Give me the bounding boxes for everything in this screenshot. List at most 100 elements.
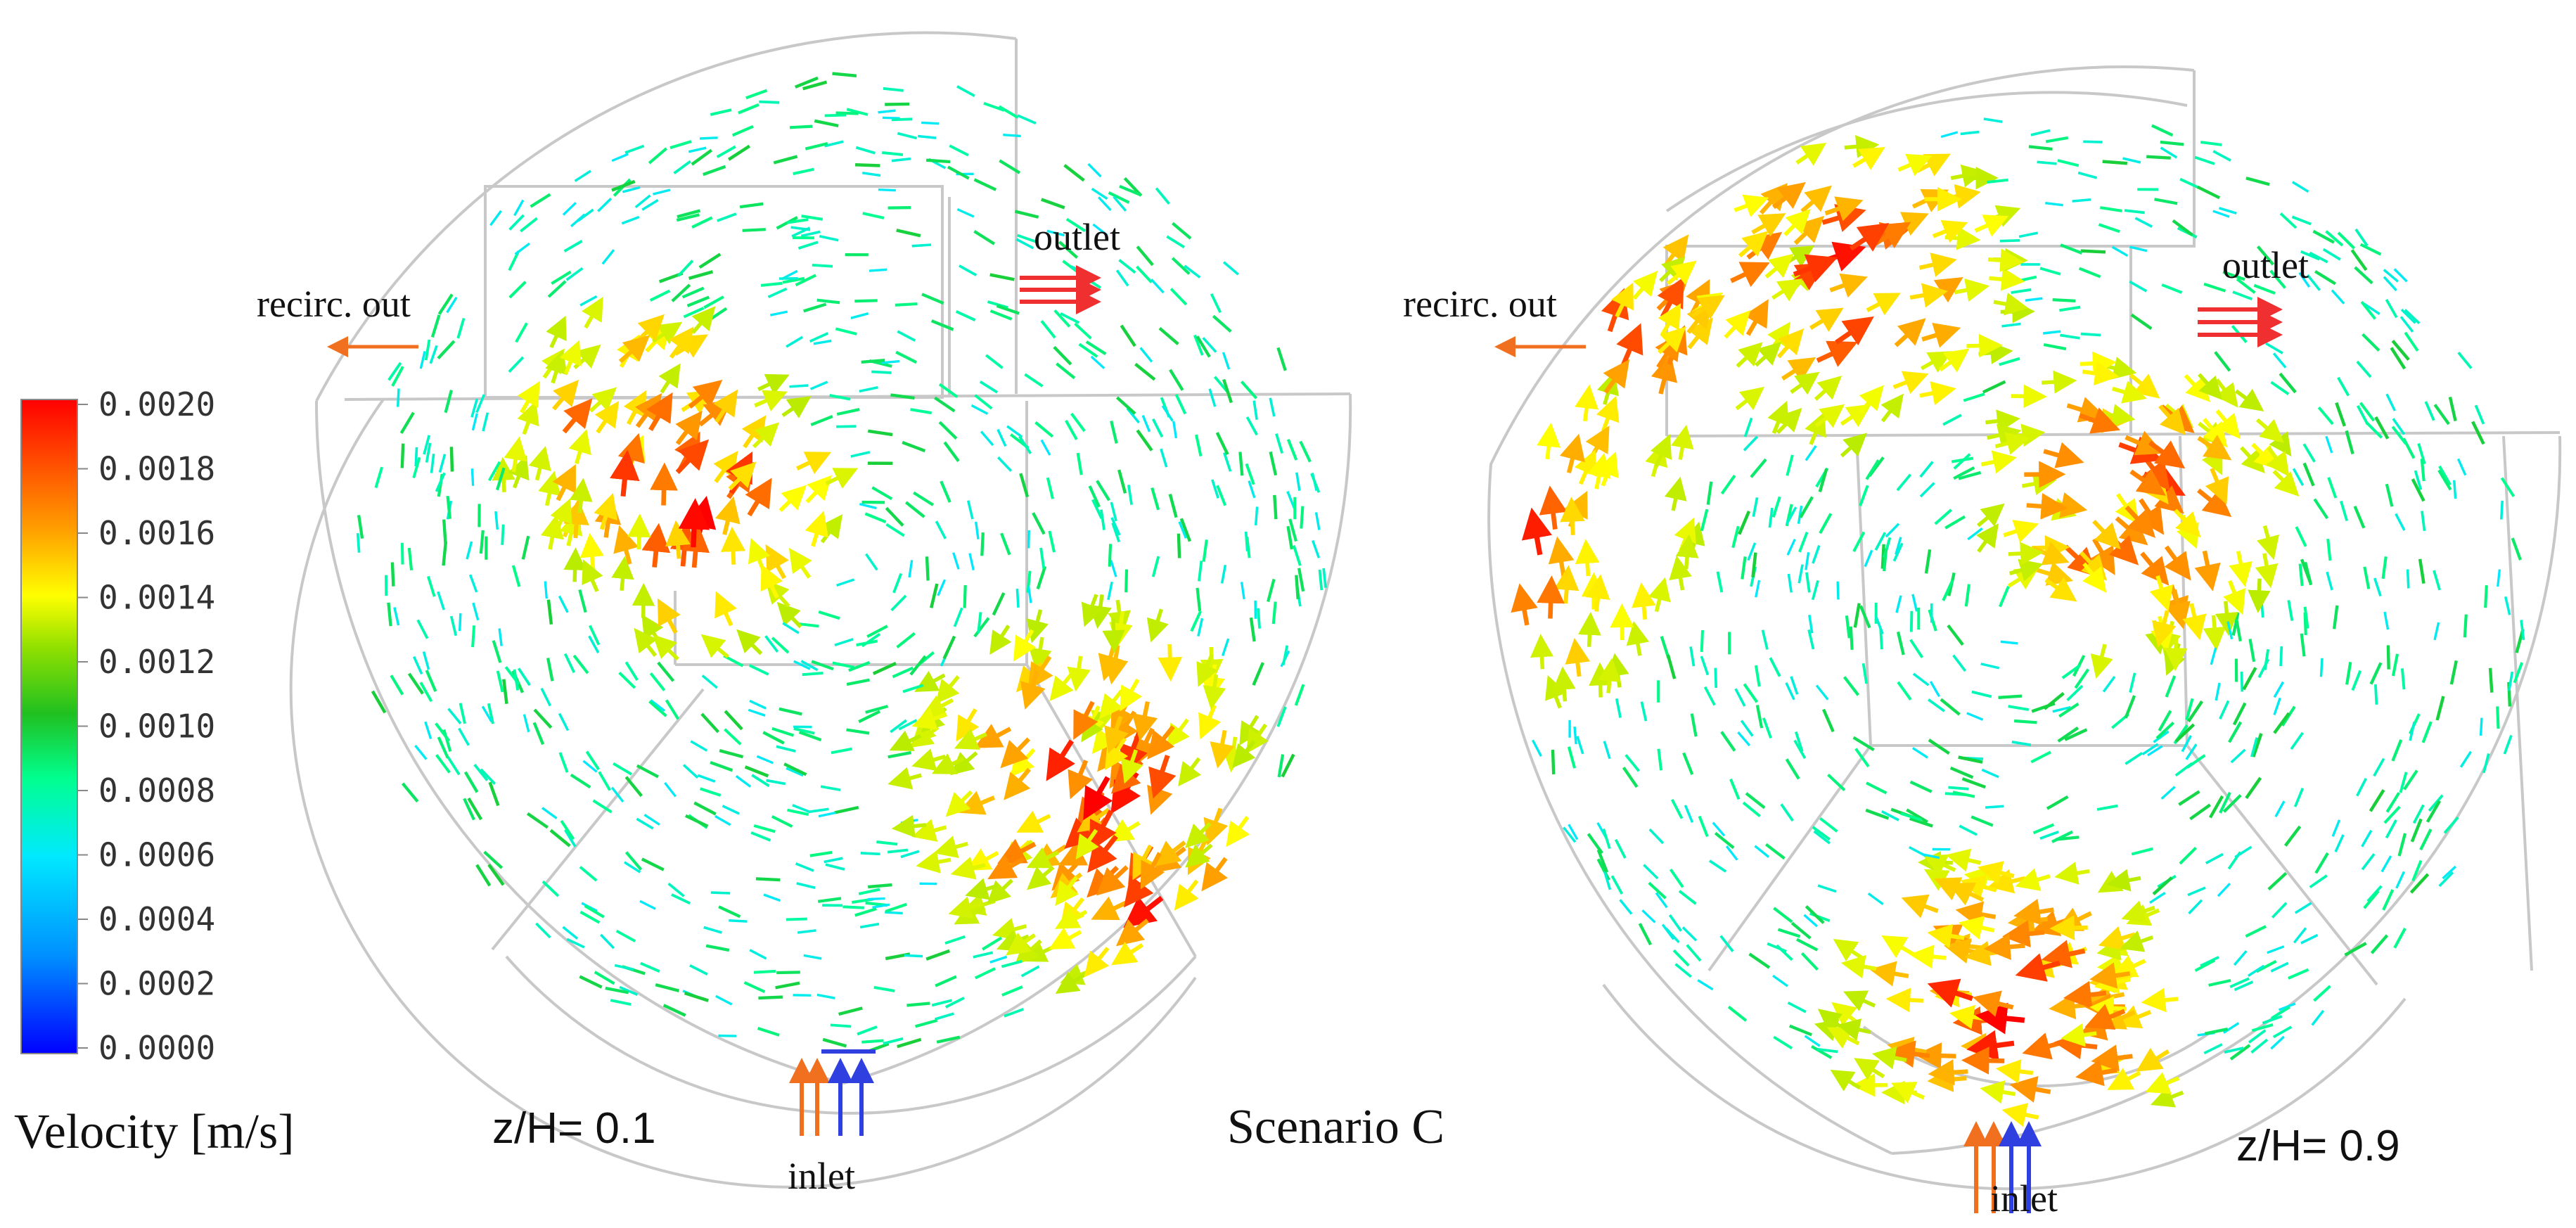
velocity-vector [2356,404,2369,426]
velocity-vector [1851,1073,1888,1097]
velocity-vector [982,936,1003,951]
velocity-vector [1928,738,1950,755]
velocity-vector [1682,752,1694,775]
velocity-vector [2260,597,2264,618]
velocity-vector [1277,754,1285,778]
velocity-vector [399,411,415,435]
velocity-vector [1672,949,1690,967]
velocity-vector [764,635,779,653]
velocity-vector [2082,361,2120,385]
velocity-vector [442,541,448,566]
velocity-vector [834,638,854,647]
velocity-vector [1790,676,1799,695]
velocity-vector [728,461,757,491]
velocity-vector [2253,283,2276,295]
velocity-vector [669,521,699,567]
velocity-vector [1174,879,1199,911]
velocity-vector [2039,267,2061,276]
velocity-vector [2223,580,2246,615]
velocity-vector [2075,1058,2117,1087]
velocity-vector [1567,746,1577,769]
velocity-vector [1076,452,1083,475]
velocity-vector [2309,251,2328,264]
velocity-vector [1070,412,1086,433]
velocity-vector [2158,710,2172,731]
velocity-vector [517,400,539,435]
velocity-vector [1818,468,1828,493]
velocity-vector [835,327,857,335]
velocity-vector [558,595,569,613]
velocity-vector [1573,726,1577,745]
velocity-vector [2079,407,2120,434]
velocity-vector [2233,949,2248,966]
velocity-vector [624,851,643,871]
velocity-vector [1824,196,1864,222]
velocity-vector [636,764,660,779]
velocity-vector [913,491,935,506]
velocity-vector [2406,569,2410,589]
velocity-vector [2043,691,2065,710]
velocity-vector [1602,829,1611,850]
velocity-vector [1727,1005,1748,1022]
velocity-vector [419,351,426,369]
velocity-vector [1120,324,1136,347]
velocity-vector [758,995,783,1000]
velocity-vector [1949,766,1974,779]
velocity-vector [850,312,869,319]
velocity-vector [2218,207,2237,215]
velocity-vector [897,132,918,140]
velocity-vector [1026,609,1049,644]
velocity-vector [1036,565,1047,590]
velocity-vector [741,415,767,449]
velocity-vector [1735,386,1765,411]
velocity-vector [911,819,947,842]
velocity-vector [2001,322,2021,328]
velocity-vector [1670,798,1684,819]
velocity-vector [1689,646,1696,667]
velocity-vector [1807,629,1815,650]
velocity-vector [2178,790,2200,806]
velocity-vector [2235,388,2264,411]
velocity-vector [2456,458,2467,476]
velocity-vector [1201,857,1229,892]
velocity-vector [1955,901,1997,928]
velocity-vector [1738,511,1751,535]
velocity-vector [1924,549,1932,574]
velocity-vector [719,748,744,759]
velocity-vector [1764,843,1786,860]
velocity-vector [634,627,658,657]
velocity-vector [789,124,813,129]
velocity-vector [470,398,479,418]
velocity-vector [691,306,716,334]
velocity-vector [749,699,767,710]
velocity-vector [1269,451,1278,476]
velocity-vector [771,637,790,654]
velocity-vector [2345,661,2352,685]
velocity-vector [1660,636,1670,659]
velocity-vector [1890,1082,1925,1104]
velocity-vector [1240,380,1258,399]
velocity-vector [1666,260,1697,286]
velocity-vector [2080,351,2117,376]
velocity-vector [1197,618,1204,637]
velocity-vector [2194,550,2221,591]
velocity-vector [2121,900,2155,923]
velocity-vector [1099,689,1124,719]
velocity-vector [2300,250,2321,261]
velocity-vector [1097,196,1112,212]
velocity-vector [1110,501,1117,522]
velocity-vector [2145,1072,2180,1094]
velocity-vector [1027,530,1030,549]
velocity-vector [891,814,927,838]
velocity-vector [2350,249,2368,271]
velocity-vector [2011,741,2032,746]
velocity-vector [1625,754,1641,772]
velocity-vector [1945,848,1982,872]
velocity-vector [1927,1066,1967,1092]
velocity-vector [2392,418,2406,435]
velocity-vector [997,456,1013,472]
velocity-vector [1537,422,1561,460]
velocity-vector [2322,248,2341,261]
velocity-vector [610,786,624,803]
velocity-vector [2151,124,2174,137]
